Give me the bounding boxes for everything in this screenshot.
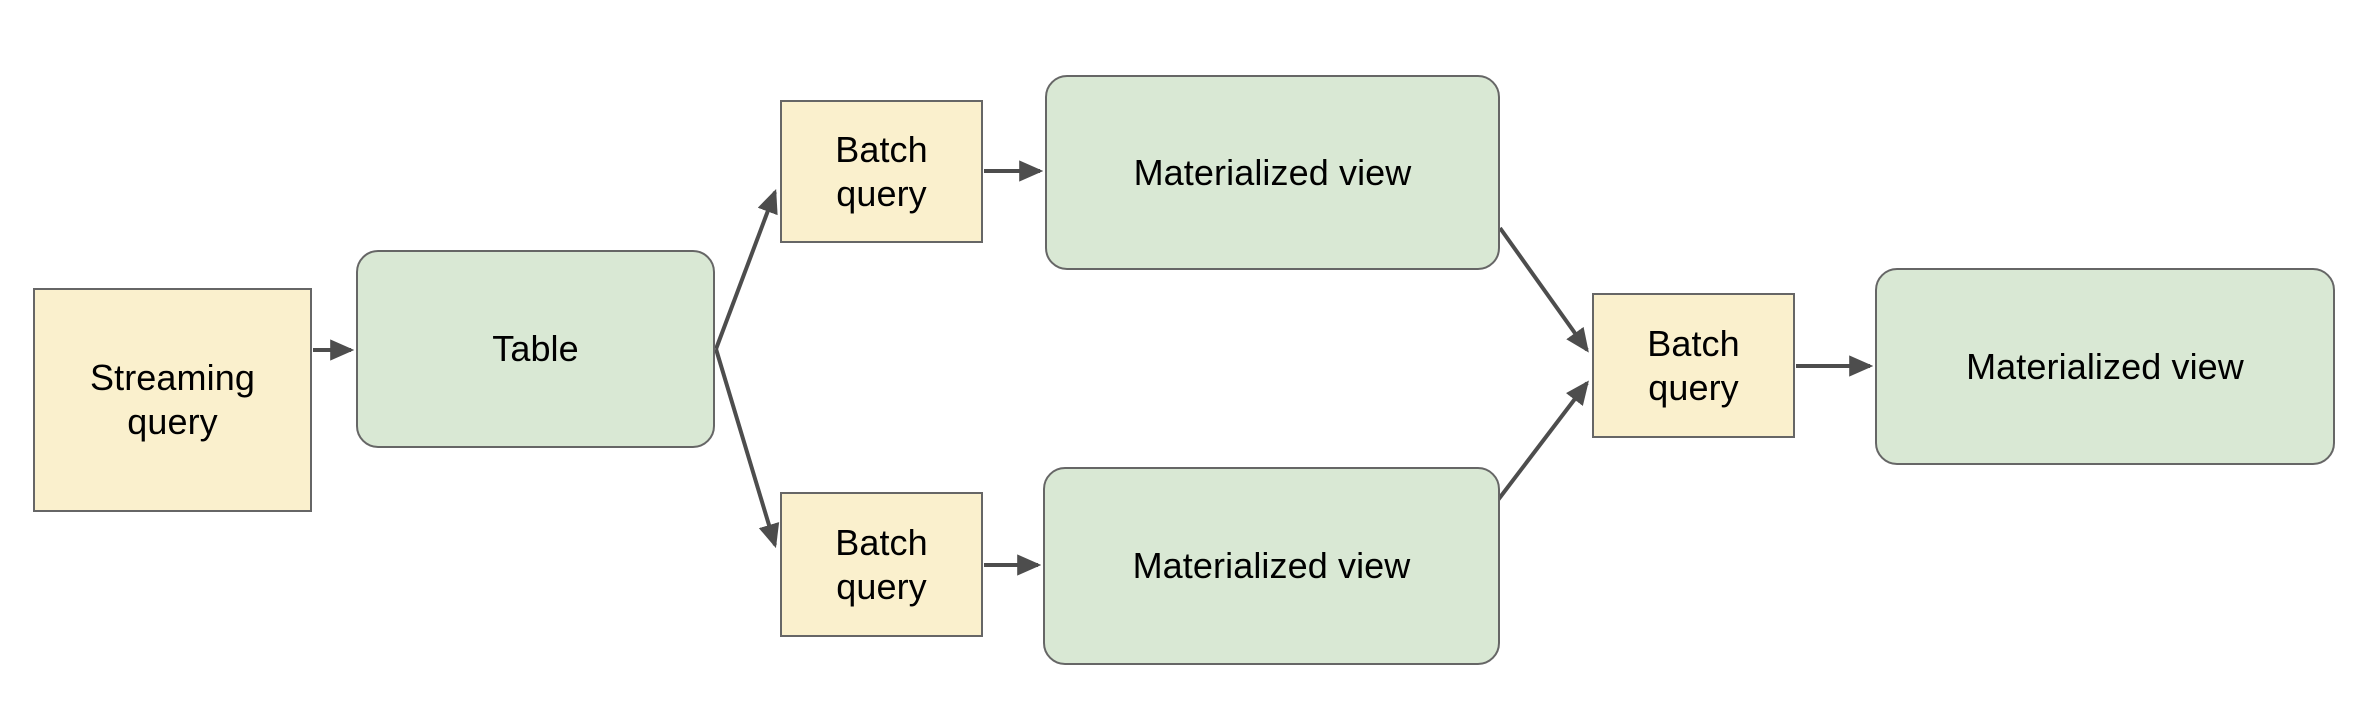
node-label-materialized-view-bottom: Materialized view (1132, 545, 1411, 587)
node-label-materialized-view-right: Materialized view (1966, 345, 2244, 387)
node-materialized-view-right[interactable]: Materialized view (1875, 268, 2335, 465)
node-label-batch-query-bottom: Batch query (835, 521, 928, 607)
node-table[interactable]: Table (356, 250, 715, 448)
node-batch-query-top[interactable]: Batch query (780, 100, 983, 243)
node-batch-query-merge[interactable]: Batch query (1592, 293, 1795, 438)
node-streaming-query[interactable]: Streaming query (33, 288, 312, 512)
node-materialized-view-bottom[interactable]: Materialized view (1043, 467, 1500, 665)
node-label-materialized-view-top: Materialized view (1133, 151, 1412, 193)
edge-table-to-batch-bottom (714, 348, 780, 549)
edge-mv-bottom-to-batch-merge (1496, 380, 1589, 502)
node-label-streaming-query: Streaming query (90, 357, 255, 442)
edge-mv-top-to-batch-merge (1498, 226, 1589, 353)
node-materialized-view-top[interactable]: Materialized view (1045, 75, 1500, 270)
node-label-table: Table (492, 328, 579, 370)
node-label-batch-query-merge: Batch query (1647, 322, 1740, 408)
edge-table-to-batch-top (714, 189, 778, 350)
node-label-batch-query-top: Batch query (835, 128, 928, 214)
node-batch-query-bottom[interactable]: Batch query (780, 492, 983, 637)
